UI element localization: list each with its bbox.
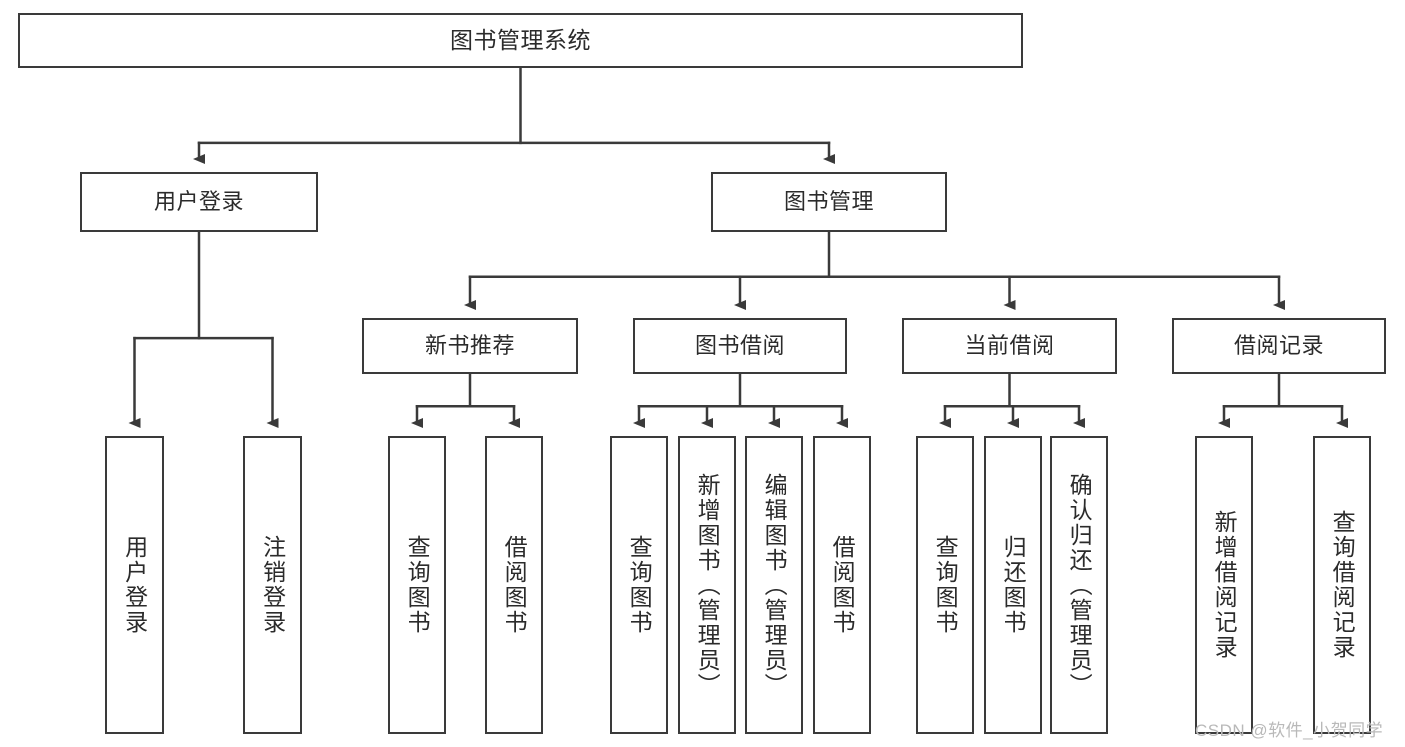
node-leaf-edit-book[interactable]: 编辑图书（管理员）	[745, 436, 803, 734]
node-label-current-borrow: 当前借阅	[964, 333, 1055, 359]
node-label-leaf-borrow-book-2: 借阅图书	[829, 535, 856, 635]
node-label-leaf-query-book-1: 查询图书	[404, 535, 431, 635]
node-borrow-record[interactable]: 借阅记录	[1172, 318, 1386, 374]
node-label-leaf-query-record: 查询借阅记录	[1329, 510, 1356, 660]
node-label-leaf-edit-book: 编辑图书（管理员）	[761, 472, 788, 698]
node-label-leaf-confirm-return: 确认归还（管理员）	[1066, 472, 1093, 698]
node-leaf-query-book-2[interactable]: 查询图书	[610, 436, 668, 734]
node-new-book-recommend[interactable]: 新书推荐	[362, 318, 578, 374]
csdn-watermark: CSDN @软件_小贺同学	[1195, 721, 1384, 740]
node-label-leaf-add-book: 新增图书（管理员）	[694, 472, 721, 698]
node-label-user-login: 用户登录	[153, 189, 244, 215]
node-book-manage[interactable]: 图书管理	[711, 172, 947, 232]
node-user-login[interactable]: 用户登录	[80, 172, 318, 232]
node-label-root: 图书管理系统	[450, 26, 591, 53]
node-leaf-add-record[interactable]: 新增借阅记录	[1195, 436, 1253, 734]
node-label-leaf-add-record: 新增借阅记录	[1211, 510, 1238, 660]
node-leaf-add-book[interactable]: 新增图书（管理员）	[678, 436, 736, 734]
node-leaf-return-book[interactable]: 归还图书	[984, 436, 1042, 734]
node-leaf-borrow-book-2[interactable]: 借阅图书	[813, 436, 871, 734]
node-label-leaf-query-book-3: 查询图书	[932, 535, 959, 635]
node-current-borrow[interactable]: 当前借阅	[902, 318, 1117, 374]
node-label-new-book-recommend: 新书推荐	[424, 333, 515, 359]
node-leaf-query-book-3[interactable]: 查询图书	[916, 436, 974, 734]
node-leaf-query-record[interactable]: 查询借阅记录	[1313, 436, 1371, 734]
node-root[interactable]: 图书管理系统	[18, 13, 1023, 68]
node-label-leaf-query-book-2: 查询图书	[626, 535, 653, 635]
node-label-leaf-return-book: 归还图书	[1000, 535, 1027, 635]
node-book-borrow[interactable]: 图书借阅	[633, 318, 847, 374]
node-label-book-borrow: 图书借阅	[694, 333, 785, 359]
node-label-book-manage: 图书管理	[783, 189, 874, 215]
node-label-leaf-user-logout: 注销登录	[259, 535, 286, 635]
node-leaf-query-book-1[interactable]: 查询图书	[388, 436, 446, 734]
node-label-leaf-borrow-book-1: 借阅图书	[501, 535, 528, 635]
node-leaf-confirm-return[interactable]: 确认归还（管理员）	[1050, 436, 1108, 734]
node-label-leaf-user-login: 用户登录	[121, 535, 148, 635]
node-leaf-user-login[interactable]: 用户登录	[105, 436, 164, 734]
node-label-borrow-record: 借阅记录	[1233, 333, 1324, 359]
node-leaf-user-logout[interactable]: 注销登录	[243, 436, 302, 734]
node-leaf-borrow-book-1[interactable]: 借阅图书	[485, 436, 543, 734]
